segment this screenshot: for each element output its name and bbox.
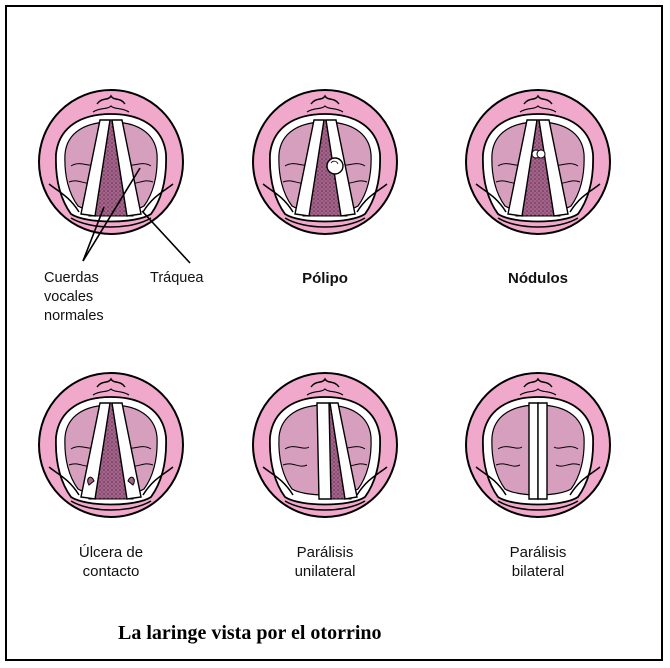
nodule-right xyxy=(537,150,545,158)
label-cords-line-2: vocales xyxy=(44,288,104,307)
caption-nodulos: Nódulos xyxy=(478,269,598,288)
caption-bilateral-line-2: bilateral xyxy=(478,562,598,581)
caption-ulcera: Úlcera de contacto xyxy=(51,543,171,581)
caption-bilateral: Parálisis bilateral xyxy=(478,543,598,581)
label-trachea: Tráquea xyxy=(150,269,203,288)
larynx-unilateral xyxy=(253,373,397,517)
larynx-nodulos xyxy=(466,90,610,234)
larynx-normal xyxy=(39,90,183,234)
larynx-ulcera xyxy=(39,373,183,517)
figure-title: La laringe vista por el otorrino xyxy=(118,622,382,645)
larynx-bilateral xyxy=(466,373,610,517)
caption-unilateral-line-1: Parálisis xyxy=(265,543,385,562)
caption-bilateral-line-1: Parálisis xyxy=(478,543,598,562)
label-cords: Cuerdas vocales normales xyxy=(44,269,104,326)
label-cords-line-3: normales xyxy=(44,307,104,326)
caption-polipo: Pólipo xyxy=(265,269,385,288)
larynx-polipo xyxy=(253,90,397,234)
label-cords-line-1: Cuerdas xyxy=(44,269,104,288)
caption-polipo-line-1: Pólipo xyxy=(265,269,385,288)
polyp-mark xyxy=(327,158,343,174)
caption-ulcera-line-2: contacto xyxy=(51,562,171,581)
caption-nodulos-line-1: Nódulos xyxy=(478,269,598,288)
caption-unilateral: Parálisis unilateral xyxy=(265,543,385,581)
caption-unilateral-line-2: unilateral xyxy=(265,562,385,581)
caption-ulcera-line-1: Úlcera de xyxy=(51,543,171,562)
